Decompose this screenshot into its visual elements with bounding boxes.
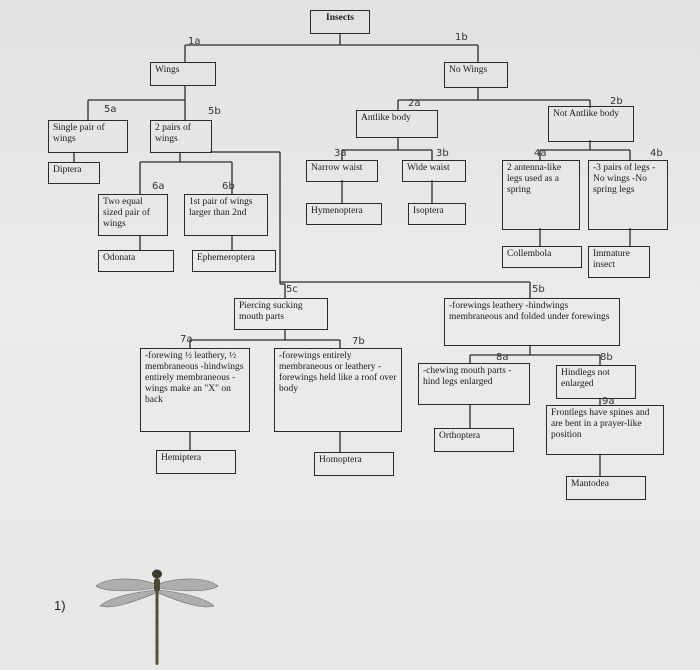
label-1b: 1b <box>455 32 468 43</box>
node-first-pair-larger: 1st pair of wings larger than 2nd <box>184 194 268 236</box>
node-wings: Wings <box>150 62 216 86</box>
node-piercing-label: Piercing sucking mouth parts <box>239 301 303 322</box>
node-no-wings-label: No Wings <box>449 65 488 75</box>
node-antenna-legs-label: 2 antenna-like legs used as a spring <box>507 163 562 195</box>
node-two-equal: Two equal sized pair of wings <box>98 194 168 236</box>
node-collembola: Collembola <box>502 246 582 268</box>
node-hindlegs-not: Hindlegs not enlarged <box>556 365 636 399</box>
node-antenna-legs: 2 antenna-like legs used as a spring <box>502 160 580 230</box>
node-chewing: -chewing mouth parts -hind legs enlarged <box>418 363 530 405</box>
node-homoptera-label: Homoptera <box>319 455 362 465</box>
node-narrow-waist-label: Narrow waist <box>311 163 363 173</box>
node-isoptera-label: Isoptera <box>413 206 444 216</box>
label-8a: 8a <box>496 352 509 363</box>
node-orthoptera: Orthoptera <box>434 428 514 452</box>
label-8b: 8b <box>600 352 613 363</box>
node-first-pair-larger-label: 1st pair of wings larger than 2nd <box>189 197 253 218</box>
node-insects-label: Insects <box>326 13 354 23</box>
label-4b: 4b <box>650 148 663 159</box>
node-mantodea: Mantodea <box>566 476 646 500</box>
label-6b: 6b <box>222 181 235 192</box>
node-forewings-entirely: -forewings entirely membraneous or leath… <box>274 348 402 432</box>
label-5b-right: 5b <box>532 284 545 295</box>
node-isoptera: Isoptera <box>408 203 466 225</box>
label-5b: 5b <box>208 106 221 117</box>
node-hymenoptera: Hymenoptera <box>306 203 382 225</box>
node-three-pairs: -3 pairs of legs -No wings -No spring le… <box>588 160 668 230</box>
node-two-equal-label: Two equal sized pair of wings <box>103 197 150 229</box>
node-three-pairs-label: -3 pairs of legs -No wings -No spring le… <box>593 163 656 195</box>
node-ephemeroptera-label: Ephemeroptera <box>197 253 256 263</box>
label-6a: 6a <box>152 181 165 192</box>
label-7a: 7a <box>180 334 193 345</box>
node-odonata: Odonata <box>98 250 174 272</box>
node-orthoptera-label: Orthoptera <box>439 431 481 441</box>
node-homoptera: Homoptera <box>314 452 394 476</box>
label-2b: 2b <box>610 96 623 107</box>
node-frontlegs-label: Frontlegs have spines and are bent in a … <box>551 408 650 440</box>
question-number: 1) <box>54 598 66 613</box>
label-1a: 1a <box>188 36 201 47</box>
node-not-antlike-label: Not Antlike body <box>553 109 619 119</box>
node-chewing-label: -chewing mouth parts -hind legs enlarged <box>423 366 512 387</box>
node-forewings-half-label: -forewing ½ leathery, ½ membraneous -hin… <box>145 351 244 405</box>
node-hymenoptera-label: Hymenoptera <box>311 206 363 216</box>
label-7b: 7b <box>352 336 365 347</box>
label-5a: 5a <box>104 104 117 115</box>
node-diptera-label: Diptera <box>53 165 82 175</box>
node-two-pairs-label: 2 pairs of wings <box>155 123 191 144</box>
node-not-antlike: Not Antlike body <box>548 106 634 142</box>
label-4a: 4a <box>534 148 547 159</box>
node-antlike: Antlike body <box>356 110 438 138</box>
node-collembola-label: Collembola <box>507 249 552 259</box>
label-5c: 5c <box>286 284 298 295</box>
label-9a: 9a <box>602 396 615 407</box>
node-insects: Insects <box>310 10 370 34</box>
node-forewings-entirely-label: -forewings entirely membraneous or leath… <box>279 351 397 394</box>
label-2a: 2a <box>408 98 421 109</box>
node-hemiptera-label: Hemiptera <box>161 453 202 463</box>
node-narrow-waist: Narrow waist <box>306 160 378 182</box>
node-no-wings: No Wings <box>444 62 508 88</box>
node-two-pairs: 2 pairs of wings <box>150 120 212 153</box>
node-wide-waist-label: Wide waist <box>407 163 450 173</box>
node-frontlegs: Frontlegs have spines and are bent in a … <box>546 405 664 455</box>
node-wings-label: Wings <box>155 65 180 75</box>
node-forewings-half: -forewing ½ leathery, ½ membraneous -hin… <box>140 348 250 432</box>
node-diptera: Diptera <box>48 162 100 184</box>
node-odonata-label: Odonata <box>103 253 136 263</box>
label-3b: 3b <box>436 148 449 159</box>
node-hemiptera: Hemiptera <box>156 450 236 474</box>
node-piercing: Piercing sucking mouth parts <box>234 298 328 330</box>
dragonfly-icon <box>95 569 219 665</box>
node-immature: Immature insect <box>588 246 650 278</box>
node-forewings-leathery: -forewings leathery -hindwings membraneo… <box>444 298 620 346</box>
node-single-pair: Single pair of wings <box>48 120 128 153</box>
node-hindlegs-not-label: Hindlegs not enlarged <box>561 368 610 389</box>
node-wide-waist: Wide waist <box>402 160 466 182</box>
node-antlike-label: Antlike body <box>361 113 411 123</box>
node-forewings-leathery-label: -forewings leathery -hindwings membraneo… <box>449 301 610 322</box>
node-immature-label: Immature insect <box>593 249 630 270</box>
node-mantodea-label: Mantodea <box>571 479 609 489</box>
label-3a: 3a <box>334 148 347 159</box>
node-ephemeroptera: Ephemeroptera <box>192 250 276 272</box>
node-single-pair-label: Single pair of wings <box>53 123 105 144</box>
